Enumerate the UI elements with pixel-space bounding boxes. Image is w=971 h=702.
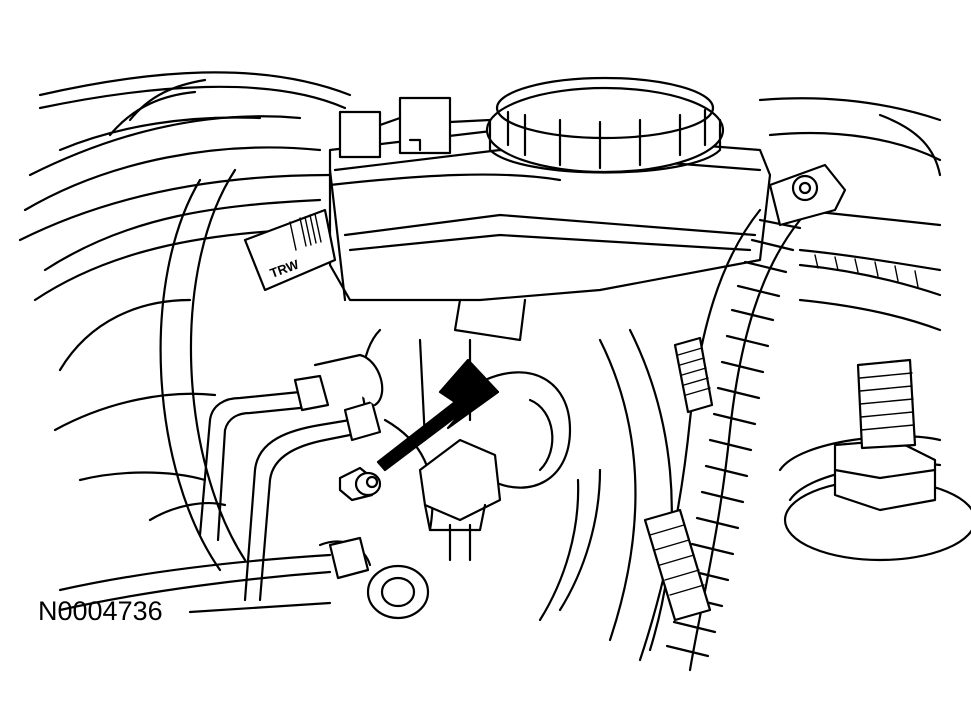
brake-booster xyxy=(53,168,247,572)
brake-lines xyxy=(58,390,372,612)
master-cylinder-body xyxy=(361,298,572,532)
secondary-hose xyxy=(538,328,673,652)
booster-decal: TRW xyxy=(243,208,337,292)
arrow-icon xyxy=(376,358,500,472)
mounting-bracket xyxy=(768,163,847,227)
bleeder-screw xyxy=(338,466,382,502)
figure-leader-line xyxy=(188,601,332,614)
level-sensor-connector xyxy=(338,96,492,159)
electrical-connector xyxy=(418,438,502,562)
lower-fitting xyxy=(366,564,430,620)
harness-branch-right xyxy=(798,208,942,332)
tube-nuts xyxy=(293,353,384,580)
threaded-stud-upper xyxy=(673,336,714,414)
strut-tower xyxy=(778,358,971,562)
reservoir-cap xyxy=(485,76,725,174)
upper-left-hoses xyxy=(18,71,352,302)
upper-right-panel xyxy=(758,97,942,177)
figure-id-label: N0004736 xyxy=(38,596,163,626)
threaded-stud-lower xyxy=(643,508,712,622)
